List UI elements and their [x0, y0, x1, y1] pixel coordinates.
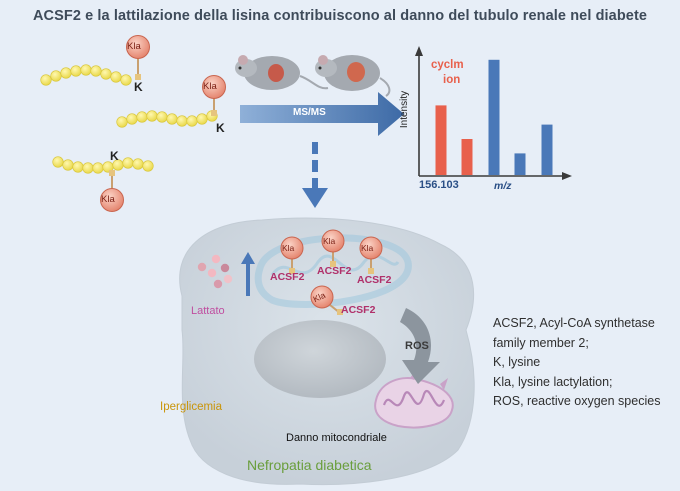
kla-label: Kla	[203, 81, 217, 92]
kla-label: Kla	[282, 243, 295, 253]
acsf2-label: ACSF2	[357, 274, 392, 286]
mz-value-label: 156.103	[419, 179, 459, 191]
mouse-icon-2	[315, 55, 391, 97]
hyperglycemia-label: Iperglicemia	[160, 401, 222, 413]
kla-on-acsf2	[280, 229, 383, 315]
lactate-molecules	[197, 254, 233, 289]
kla-label: Kla	[127, 41, 141, 52]
spectrum-y-label: Intensity	[399, 90, 411, 129]
kla-label: Kla	[361, 243, 374, 253]
lysine-label: K	[216, 121, 225, 135]
spectrum-bar	[435, 105, 447, 175]
spectrum-bar	[461, 139, 473, 175]
dashed-down-arrow	[302, 142, 328, 208]
spectrum-bar	[514, 153, 526, 175]
disease-label: Nefropatia diabetica	[247, 457, 372, 473]
mitochondrion	[254, 234, 412, 308]
abbreviation-legend: ACSF2, Acyl-CoA synthetase family member…	[493, 314, 660, 412]
mouse-icon-1	[235, 55, 329, 90]
mito-damage-label: Danno mitocondriale	[286, 432, 387, 444]
lysine-label: K	[110, 149, 119, 163]
msms-arrow	[240, 92, 404, 136]
ros-arrow	[400, 308, 440, 384]
ros-label: ROS	[405, 340, 429, 352]
lysine-label: K	[134, 80, 143, 94]
figure-title: ACSF2 e la lattilazione della lisina con…	[32, 8, 648, 24]
spectrum-bars	[435, 59, 553, 175]
lactate-label: Lattato	[191, 305, 225, 317]
msms-label: MS/MS	[293, 107, 326, 118]
legend-line: ROS, reactive oxygen species	[493, 394, 661, 408]
spectrum-bar	[541, 124, 553, 175]
increase-arrow	[241, 252, 255, 296]
legend-line: Kla, lysine lactylation;	[493, 374, 613, 389]
spectrum-bar	[488, 59, 500, 175]
damaged-mitochondrion-icon	[374, 370, 454, 429]
nucleus	[254, 320, 386, 398]
spectrum-x-label: m/z	[494, 180, 512, 192]
ion-label: ion	[443, 74, 461, 86]
acsf2-label: ACSF2	[270, 271, 305, 283]
acsf2-label: ACSF2	[317, 265, 352, 277]
kla-label: Kla	[101, 194, 115, 205]
kla-label: Kla	[323, 236, 336, 246]
legend-line: K, lysine	[493, 355, 541, 369]
legend-line: family member 2;	[493, 335, 589, 350]
kla-on-peptides	[100, 35, 226, 212]
legend-line: ACSF2, Acyl-CoA synthetase	[493, 316, 655, 330]
ion-label: cyclm	[431, 59, 464, 71]
peptide-chains	[40, 64, 218, 174]
spectrum-axes	[415, 46, 572, 180]
acsf2-label: ACSF2	[341, 304, 376, 316]
